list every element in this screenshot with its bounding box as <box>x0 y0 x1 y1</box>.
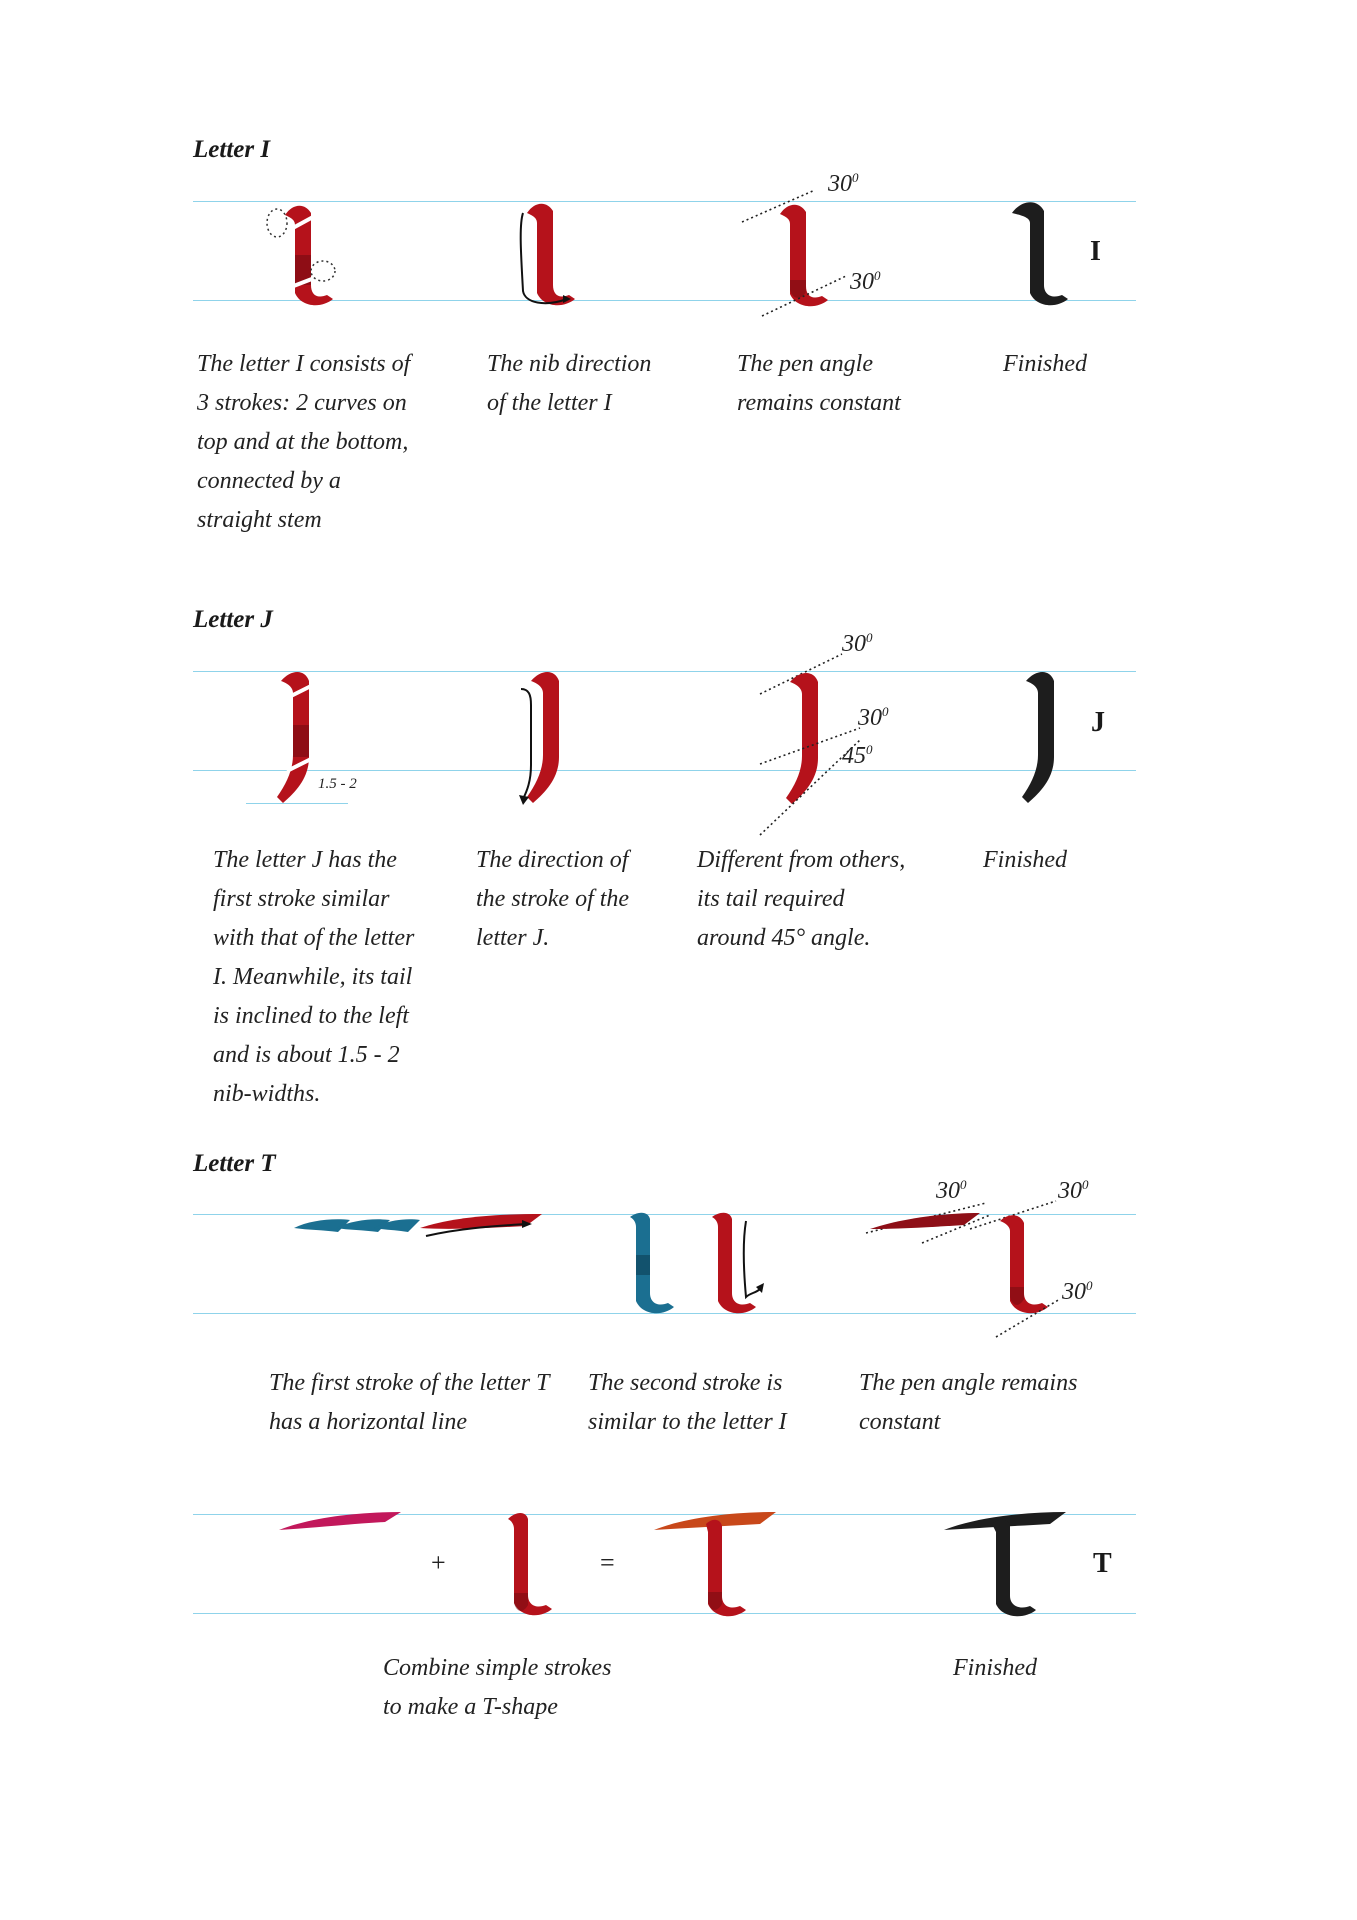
t-combined-figure <box>650 1500 780 1620</box>
reference-letter-j: J <box>1091 707 1105 739</box>
equals-sign: = <box>600 1548 615 1578</box>
letter-t-first-stroke-figure <box>290 1200 550 1250</box>
letter-j-finished-figure <box>1010 665 1100 810</box>
letter-i-finished-figure <box>1000 195 1090 310</box>
letter-j-direction-figure <box>505 665 595 810</box>
letter-t-second-stroke-figure <box>620 1205 780 1325</box>
t-horizontal-stroke-figure <box>275 1500 405 1540</box>
t-finished-figure <box>940 1500 1070 1620</box>
angle-label: 300 <box>858 704 889 732</box>
letter-t-angle-figure <box>860 1195 1080 1345</box>
t-stem-stroke-figure <box>500 1505 570 1620</box>
letter-j-caption-4: Finished <box>983 841 1067 880</box>
t-finished-caption: Finished <box>953 1649 1037 1688</box>
angle-label: 300 <box>842 630 873 658</box>
letter-i-heading: Letter I <box>193 136 270 164</box>
letter-t-heading: Letter T <box>193 1150 276 1178</box>
angle-label: 300 <box>1062 1278 1093 1306</box>
angle-label: 300 <box>828 170 859 198</box>
plus-sign: + <box>431 1548 446 1578</box>
reference-letter-i: I <box>1090 236 1101 268</box>
letter-i-angle-figure <box>740 180 860 320</box>
letter-i-direction-figure <box>505 195 595 310</box>
letter-i-caption-4: Finished <box>1003 345 1087 384</box>
angle-label: 300 <box>1058 1177 1089 1205</box>
angle-label: 450 <box>842 742 873 770</box>
angle-label: 300 <box>850 268 881 296</box>
letter-j-heading: Letter J <box>193 606 273 634</box>
reference-letter-t: T <box>1093 1548 1112 1580</box>
letter-j-angle-figure <box>750 640 890 840</box>
letter-i-strokes-figure <box>255 195 345 310</box>
nib-width-label: 1.5 - 2 <box>318 776 357 793</box>
angle-label: 300 <box>936 1177 967 1205</box>
